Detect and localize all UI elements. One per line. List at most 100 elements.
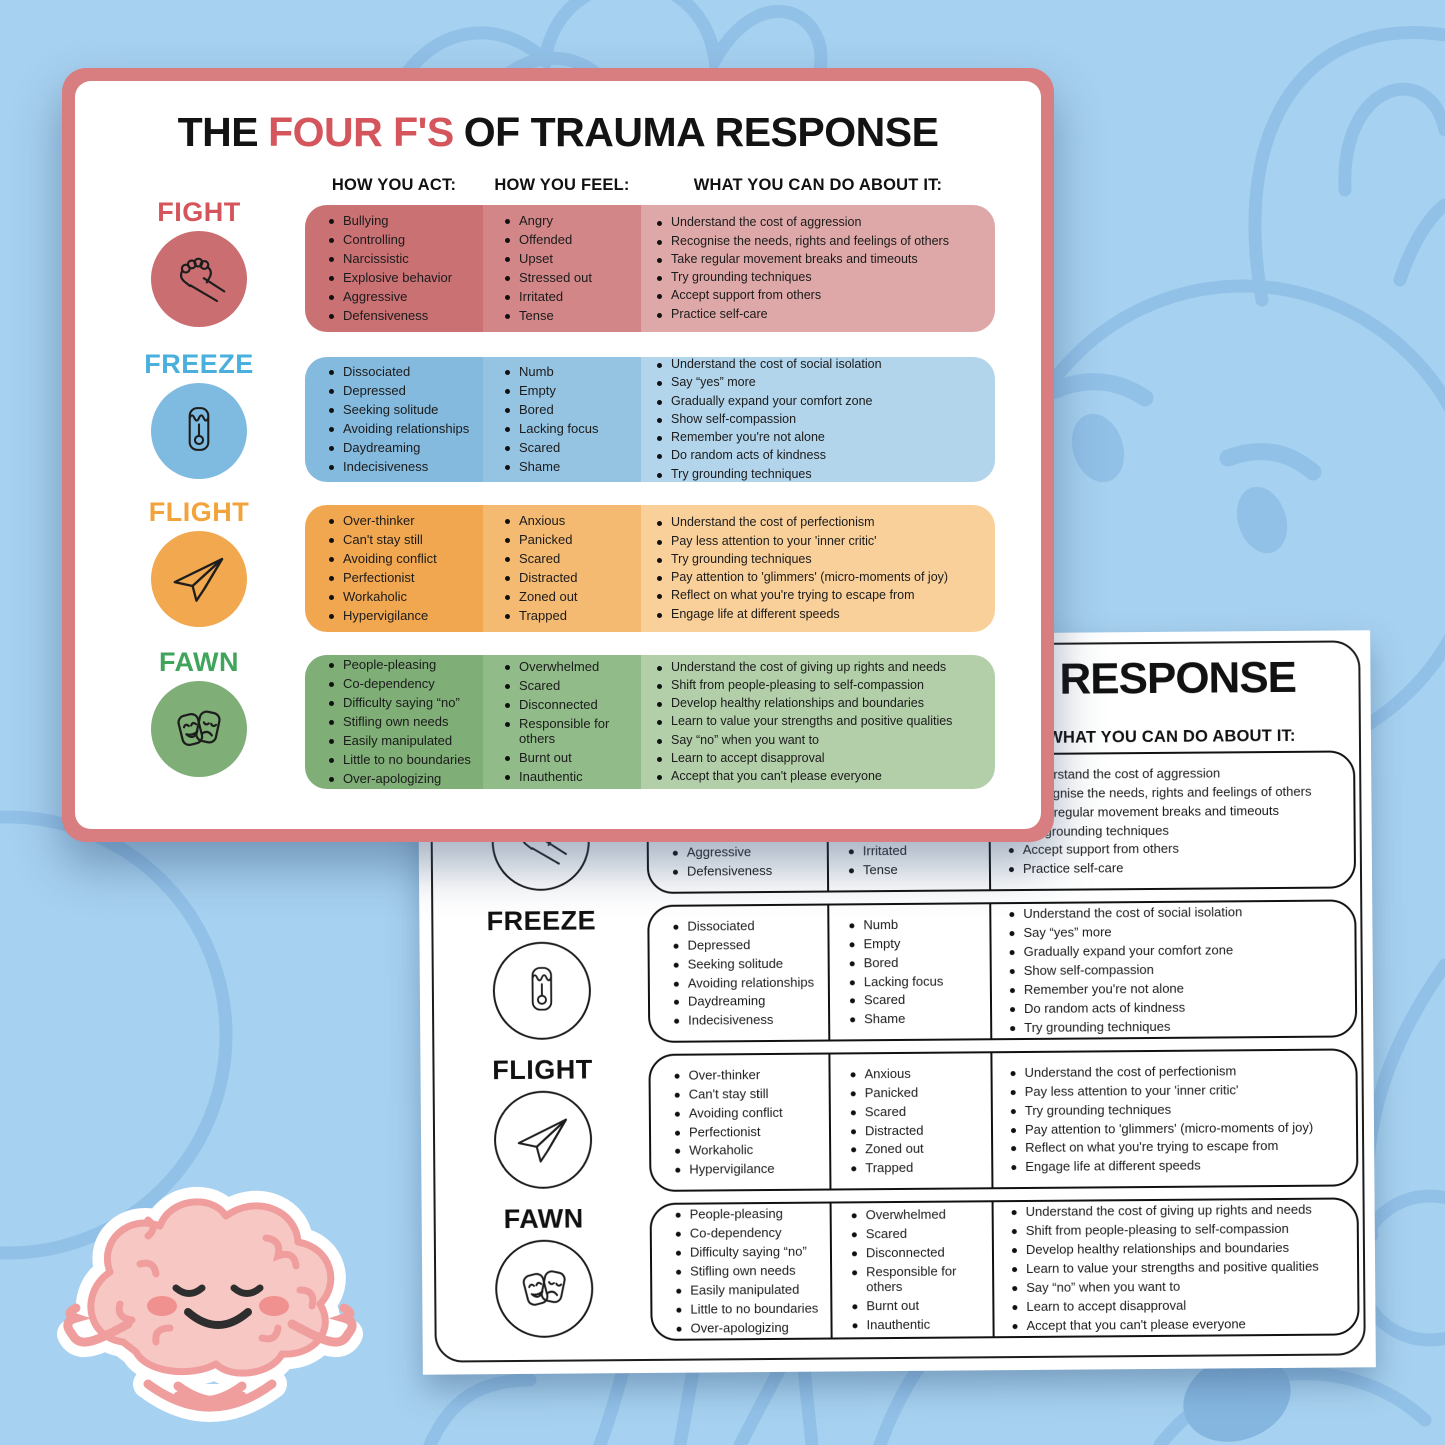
bullet-text: Zoned out (865, 1141, 924, 1157)
bullet-item-flight-act: Perfectionist (329, 570, 483, 586)
bullet-dot (329, 408, 334, 414)
bullet-dot (1011, 1165, 1017, 1171)
bullet-dot (1009, 931, 1015, 937)
bullet-text: Burnt out (866, 1298, 920, 1314)
bullet-text: Daydreaming (343, 439, 421, 455)
bullet-dot (329, 594, 334, 600)
bullet-text: Burnt out (519, 750, 572, 766)
bullet-dot (673, 962, 679, 968)
bullet-item-flight-feel: Distracted (850, 1122, 991, 1139)
bullet-item-fight-act: Defensiveness (672, 863, 827, 880)
bullet-dot (329, 576, 334, 581)
bullet-text: Reflect on what you're trying to escape … (671, 588, 915, 603)
bullet-item-freeze-act: Indecisiveness (329, 459, 483, 475)
bullet-item-freeze-do: Remember you're not alone (1009, 979, 1349, 998)
bullet-dot (850, 1072, 856, 1078)
bullet-text: Recognise the needs, rights and feelings… (1022, 783, 1312, 801)
frozen-thermometer-icon (513, 959, 571, 1022)
bullet-dot (329, 757, 334, 763)
right-hand-mudra (328, 1303, 357, 1339)
bullet-item-fawn-feel: Overwhelmed (505, 659, 641, 675)
bullet-text: Remember you're not alone (1023, 980, 1184, 997)
bullet-text: Upset (519, 251, 553, 267)
bullet-item-fawn-act: People-pleasing (675, 1206, 830, 1223)
bullet-item-flight-do: Try grounding techniques (657, 552, 991, 567)
row-icon-circle-flight (493, 1090, 593, 1190)
bullet-text: Overwhelmed (865, 1206, 946, 1223)
bullet-text: Stifling own needs (343, 714, 449, 730)
bullet-dot (1010, 1108, 1016, 1114)
bullet-text: Dissociated (687, 918, 755, 934)
bullet-dot (329, 538, 334, 544)
bullet-dot (657, 738, 662, 744)
bullet-dot (657, 683, 662, 689)
row-icon-circle-freeze (492, 941, 592, 1041)
bullet-text: Depressed (687, 936, 751, 953)
bullet-text: Learn to accept disapproval (1026, 1297, 1187, 1314)
row-icon-circle-fawn (151, 681, 247, 777)
bullet-item-fight-feel: Stressed out (505, 270, 641, 286)
bullet-dot (329, 557, 334, 563)
row-head-fawn: FAWN (93, 649, 305, 789)
bullet-text: Indecisiveness (343, 458, 429, 474)
bullet-dot (851, 1232, 857, 1238)
bullet-dot (657, 665, 662, 671)
arms-and-legs (63, 1303, 357, 1412)
meditating-brain-sticker (57, 1186, 363, 1422)
bullet-dot (329, 276, 334, 281)
bullet-text: Learn to value your strengths and positi… (1026, 1258, 1319, 1277)
bullet-item-fawn-feel: Disconnected (505, 697, 641, 713)
bullet-dot (505, 557, 510, 563)
bullet-item-fawn-act: Easily manipulated (676, 1281, 830, 1298)
row-label-freeze: FREEZE (486, 905, 597, 937)
bullet-text: Engage life at different speeds (671, 606, 840, 621)
bullet-item-freeze-act: Daydreaming (673, 993, 828, 1010)
bullet-item-flight-feel: Panicked (505, 532, 641, 548)
front-header-spacer (93, 176, 305, 195)
bullet-dot (505, 276, 510, 281)
bullet-item-fawn-act: Co-dependency (675, 1225, 830, 1242)
bullet-text: Over-thinker (688, 1066, 761, 1083)
bullet-dot (672, 851, 678, 857)
bullet-text: Tense (862, 862, 898, 878)
bullet-item-fight-do: Take regular movement breaks and timeout… (1008, 802, 1347, 821)
bullet-text: Over-apologizing (343, 770, 442, 786)
bullet-item-flight-act: Avoiding conflict (674, 1104, 829, 1121)
bullet-dot (329, 738, 334, 744)
bullet-text: Zoned out (519, 588, 578, 604)
bullet-item-freeze-feel: Scared (505, 440, 641, 456)
bullet-dot (850, 1091, 856, 1097)
bullet-item-fight-act: Controlling (329, 232, 483, 248)
bullet-text: Take regular movement breaks and timeout… (1022, 802, 1280, 820)
bullet-text: Narcissistic (343, 251, 409, 267)
bullet-item-flight-do: Pay attention to 'glimmers' (micro-momen… (1010, 1119, 1350, 1138)
bullet-dot (329, 720, 334, 726)
bullet-text: Responsible for others (519, 715, 610, 747)
bullet-text: Aggressive (686, 844, 752, 861)
bullet-dot (1009, 950, 1015, 956)
bullet-item-freeze-feel: Numb (849, 916, 989, 933)
bullet-dot (657, 381, 662, 387)
bullet-dot (850, 1128, 857, 1134)
bullet-dot (848, 849, 854, 855)
bullet-text: Practice self-care (1022, 860, 1124, 877)
bullet-text: People-pleasing (343, 657, 437, 673)
bullet-dot (657, 276, 662, 281)
bullet-item-freeze-act: Seeking solitude (329, 402, 483, 418)
bullet-dot (673, 924, 679, 930)
bullet-item-fawn-feel: Scared (851, 1225, 992, 1242)
bullet-text: Say “yes” more (1023, 924, 1112, 941)
bullet-text: Recognise the needs, rights and feelings… (671, 233, 949, 248)
bullet-dot (505, 664, 510, 670)
bullet-item-fawn-do: Say “no” when you want to (1012, 1277, 1351, 1296)
bullet-text: Avoiding conflict (343, 551, 437, 567)
bullet-text: Perfectionist (688, 1123, 761, 1140)
